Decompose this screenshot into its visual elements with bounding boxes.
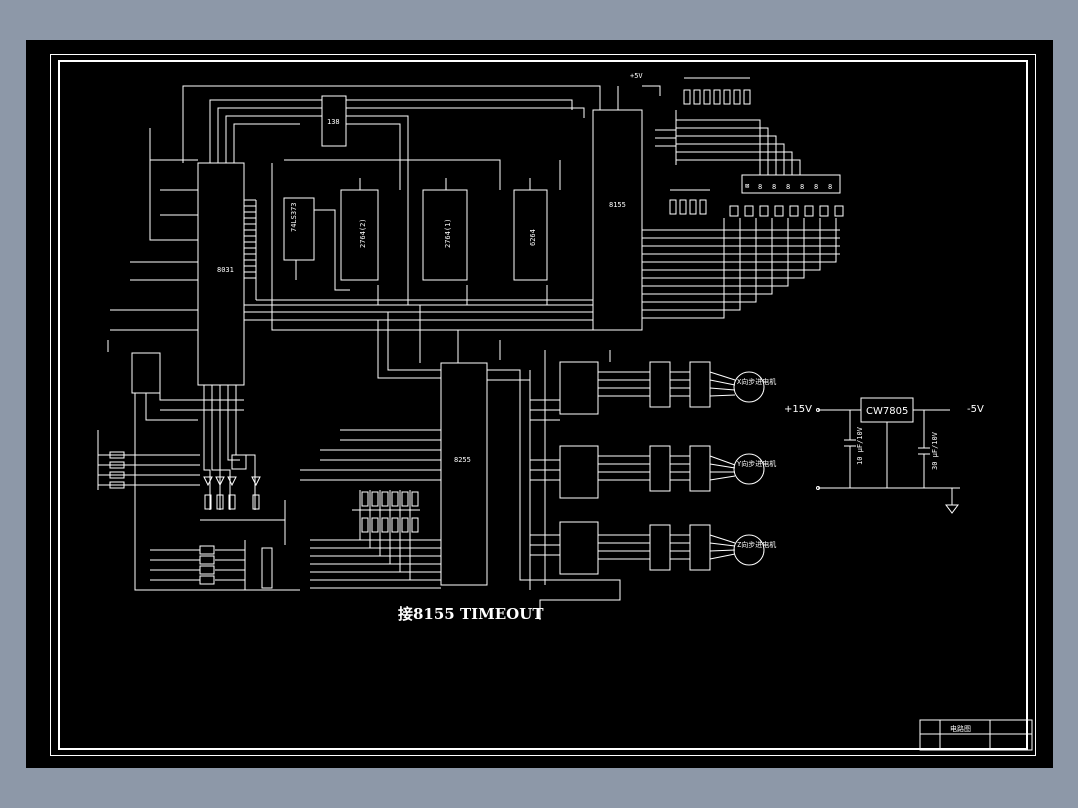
regulator-circuit: CW7805 +15V -5V 10 μF/10V 30 μF/10V xyxy=(784,397,984,490)
svg-text:138: 138 xyxy=(327,118,340,126)
led-indicators xyxy=(203,454,261,487)
timeout-caption: 接8155 TIMEOUT xyxy=(398,605,544,623)
motor-y-label: Y向步进电机 xyxy=(737,459,776,468)
motor-x-label: X向步进电机 xyxy=(737,377,776,386)
motor-z-label: Z向步进电机 xyxy=(737,540,776,549)
display-digit: 8 xyxy=(758,183,762,191)
driver-chips xyxy=(559,361,599,575)
decoder-138: 138 xyxy=(321,95,347,147)
vcc-label: +5V xyxy=(630,72,643,80)
cpu-8031: 8031 xyxy=(197,162,256,386)
stepper-motors: X向步进电机 Y向步进电机 Z向步进电机 xyxy=(733,371,776,566)
ram-6264: 6264 xyxy=(513,189,548,281)
resistor-arrays xyxy=(109,77,751,533)
display-digit: 8 xyxy=(814,183,818,191)
title-block: 电路图 xyxy=(919,719,1033,751)
eprom-2764-2: 2764(2) xyxy=(340,189,379,281)
title-block-name: 电路图 xyxy=(950,724,971,733)
svg-text:8155: 8155 xyxy=(609,201,626,209)
ground-symbols xyxy=(945,488,959,514)
svg-text:2764(1): 2764(1) xyxy=(444,218,452,248)
svg-text:8255: 8255 xyxy=(454,456,471,464)
display-digit: 8 xyxy=(800,183,804,191)
svg-text:74LS373: 74LS373 xyxy=(290,202,298,232)
bus-wires xyxy=(97,85,840,620)
seven-segment-display: ⊠ 8 8 8 8 8 8 xyxy=(729,174,844,217)
eprom-2764-1: 2764(1) xyxy=(422,189,468,281)
regulator-part: CW7805 xyxy=(866,406,908,417)
drawing-canvas xyxy=(26,40,1053,768)
svg-text:6264: 6264 xyxy=(529,229,537,246)
ppi-8255: 8255 xyxy=(440,362,488,586)
cpu-pin-stubs xyxy=(244,199,256,279)
regulator-vout: -5V xyxy=(967,404,984,415)
motor-drivers xyxy=(598,361,736,571)
display-digit: 8 xyxy=(772,183,776,191)
svg-text:2764(2): 2764(2) xyxy=(359,218,367,248)
cap-out-label: 30 μF/10V xyxy=(931,431,939,470)
svg-text:⊠: ⊠ xyxy=(745,182,749,190)
cap-in-label: 10 μF/10V xyxy=(856,426,864,465)
latch-74ls373: 74LS373 xyxy=(283,197,315,261)
regulator-vin: +15V xyxy=(784,404,812,415)
drawing-frame-outer xyxy=(50,54,1036,756)
io-timer-8155: 8155 xyxy=(592,109,643,331)
display-digit: 8 xyxy=(786,183,790,191)
drawing-frame-inner xyxy=(58,60,1028,750)
svg-text:8031: 8031 xyxy=(217,266,234,274)
switch-group xyxy=(199,545,273,589)
display-digit: 8 xyxy=(828,183,832,191)
